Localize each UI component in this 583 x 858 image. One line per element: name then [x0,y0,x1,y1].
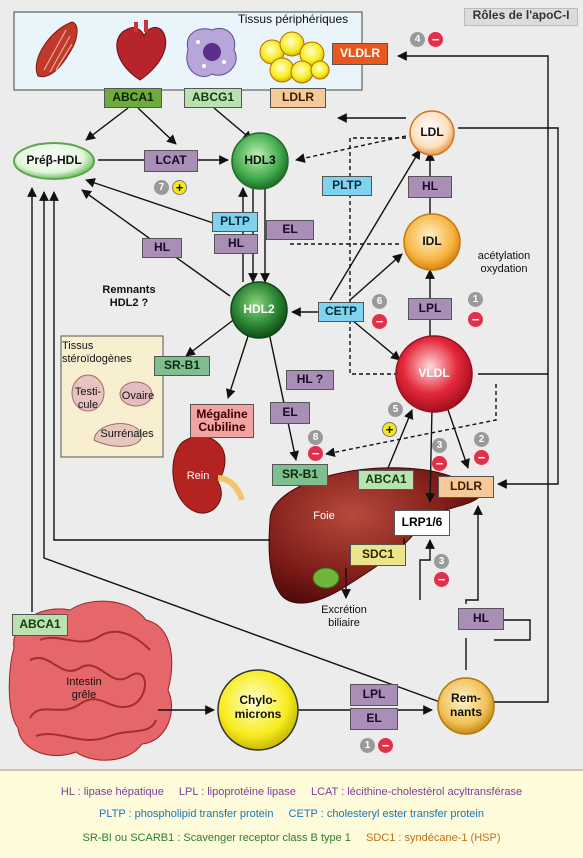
minus-icon: − [474,450,489,465]
steroidogenic-tissues-label: Tissus stéroïdogènes [62,340,132,365]
el-low-box: EL [270,402,310,424]
ldlr-liver-box: LDLR [438,476,494,498]
legend-lcat: LCAT : lécithine-cholestérol acyltransfé… [310,786,523,798]
abca1-liver-box: ABCA1 [358,470,414,490]
legend-row-1: HL : lipase hépatique LPL : lipoprotéine… [0,786,583,798]
hdl2-label: HDL2 [243,302,275,316]
el-bottom-box: EL [350,708,398,730]
number-3: 3 [434,554,449,569]
connectors [27,51,559,715]
legend-background [0,770,583,858]
hdl2-particle [230,281,288,339]
minus-icon: − [428,32,443,47]
remnants-hdl2-label: Remnants HDL2 ? [102,284,156,309]
prebeta-hdl-particle [13,142,95,180]
minus-icon: − [434,572,449,587]
ldl-particle [409,110,455,156]
ovary-label: Ovaire [121,390,155,402]
minus-icon: − [378,738,393,753]
idl-label: IDL [422,234,442,248]
number-8: 8 [308,430,323,445]
abca1-top-box: ABCA1 [104,88,162,108]
cetp-box: CETP [318,302,364,322]
macrophage-icon [186,28,237,77]
dashed-connectors [290,135,497,458]
excretion-label: Excrétion biliaire [321,604,367,629]
legend-row-2: PLTP : phospholipid transfer protein CET… [0,808,583,820]
lrp1-box: LRP1/6 [394,510,450,536]
plus-icon: + [172,180,187,195]
abca1-intestine-box: ABCA1 [12,614,68,636]
hl-question-box: HL ? [286,370,334,390]
ldlr-top-box: LDLR [270,88,326,108]
srb1-liver-box: SR-B1 [272,464,328,486]
testicle-label: Testi- cule [74,386,102,411]
number-2: 2 [474,432,489,447]
remnants-particle [437,677,495,735]
legend-sdc1: SDC1 : syndécane-1 (HSP) [365,832,501,844]
el-mid-box: EL [266,220,314,240]
ldl-label: LDL [420,125,444,139]
number-7: 7 [154,180,169,195]
legend-hl: HL : lipase hépatique [60,786,164,798]
abcg1-box: ABCG1 [184,88,242,108]
minus-icon: − [308,446,323,461]
muscle-icon [35,21,78,78]
minus-icon: − [372,314,387,329]
adrenal-icon [93,423,142,447]
hl-ldl-box: HL [408,176,452,198]
legend-cetp: CETP : cholesteryl ester transfer protei… [288,808,484,820]
idl-particle [403,213,461,271]
vldl-particle [395,335,473,413]
minus-icon: − [432,456,447,471]
hdl3-label: HDL3 [244,153,276,167]
remnants-label: Rem- nants [449,691,482,719]
intestine-icon [8,600,173,761]
testicle-icon [71,374,105,412]
hdl3-particle [231,132,289,190]
number-4: 4 [410,32,425,47]
adrenal-label: Surrénales [100,428,154,440]
lpl-idl-box: LPL [408,298,452,320]
number-3: 3 [432,438,447,453]
number-5: 5 [388,402,403,417]
chylomicrons-label: Chylo- microns [234,693,282,721]
hl-left-box: HL [142,238,182,258]
srb1-left-box: SR-B1 [154,356,210,376]
pltp-right-box: PLTP [322,176,372,196]
number-6: 6 [372,294,387,309]
vldlr-box: VLDLR [332,43,388,65]
kidney-label: Rein [186,470,210,482]
lcat-box: LCAT [144,150,198,172]
sdc1-box: SDC1 [350,544,406,566]
legend-lpl: LPL : lipoprotéine lipase [178,786,296,798]
vldl-label: VLDL [418,366,450,380]
legend-srbi: SR-BI ou SCARB1 : Scavenger receptor cla… [82,832,351,844]
legend-pltp: PLTP : phospholipid transfer protein [99,808,274,820]
heart-icon [116,20,167,81]
intestine-label: Intestin grêle [66,676,102,701]
plus-icon: + [382,422,397,437]
number-1: 1 [468,292,483,307]
adipocytes-icon [259,31,330,84]
pltp-left-box: PLTP [212,212,258,232]
legend-row-3: SR-BI ou SCARB1 : Scavenger receptor cla… [0,832,583,844]
megaline-box: Mégaline Cubiline [190,404,254,438]
liver-label: Foie [313,510,335,522]
lpl-bottom-box: LPL [350,684,398,706]
peripheral-tissues-label: Tissus périphériques [237,12,349,26]
ovary-icon [119,381,153,407]
page-title: Rôles de l'apoC-I [464,8,578,26]
prebeta-hdl-label: Préβ-HDL [26,153,82,167]
minus-icon: − [468,312,483,327]
acetylation-label: acétylation oxydation [477,250,531,275]
hl-mid-box: HL [214,234,258,254]
hl-bottom-box: HL [458,608,504,630]
chylomicrons-particle [217,669,299,751]
number-1: 1 [360,738,375,753]
